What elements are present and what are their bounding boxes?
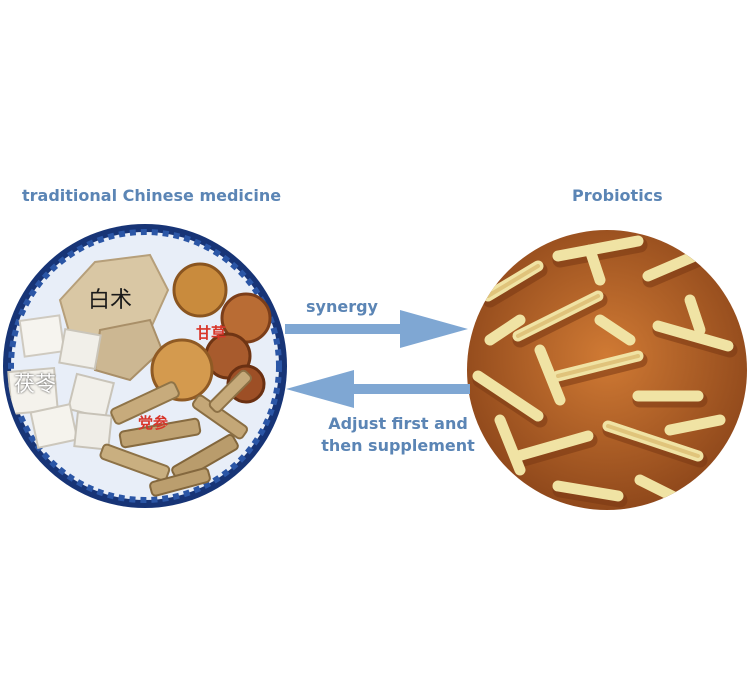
fuling-cube xyxy=(29,403,79,449)
gancao-slice xyxy=(172,262,228,318)
probiotics-heading: Probiotics xyxy=(572,186,663,205)
adjust-label-line2: then supplement xyxy=(321,436,475,455)
synergy-arrow xyxy=(285,310,468,348)
herb-label-dangshen: 党参 xyxy=(138,414,169,432)
adjust-label: Adjust first and then supplement xyxy=(318,413,478,457)
fuling-cube xyxy=(73,411,113,451)
adjust-label-line1: Adjust first and xyxy=(328,414,468,433)
dangshen-piece xyxy=(99,443,171,482)
tcm-heading: traditional Chinese medicine xyxy=(22,186,282,205)
fuling-cube xyxy=(66,372,116,420)
adjust-arrow xyxy=(286,370,470,408)
herb-label-fuling: 茯苓 xyxy=(14,372,56,396)
fuling-cube xyxy=(58,327,102,371)
probiotics-image xyxy=(467,230,747,510)
dangshen-piece xyxy=(110,381,180,425)
dangshen-piece xyxy=(191,394,249,440)
herb-bowl-image xyxy=(3,224,287,508)
dangshen-piece xyxy=(118,417,202,449)
herb-label-gancao: 甘草 xyxy=(196,324,227,342)
synergy-label: synergy xyxy=(306,297,378,316)
fuling-cube xyxy=(18,314,66,358)
herb-label-baizhu: 白术 xyxy=(88,288,133,313)
dangshen-piece xyxy=(208,369,252,413)
dangshen-piece xyxy=(149,467,211,497)
bowl-decoration xyxy=(8,229,282,503)
